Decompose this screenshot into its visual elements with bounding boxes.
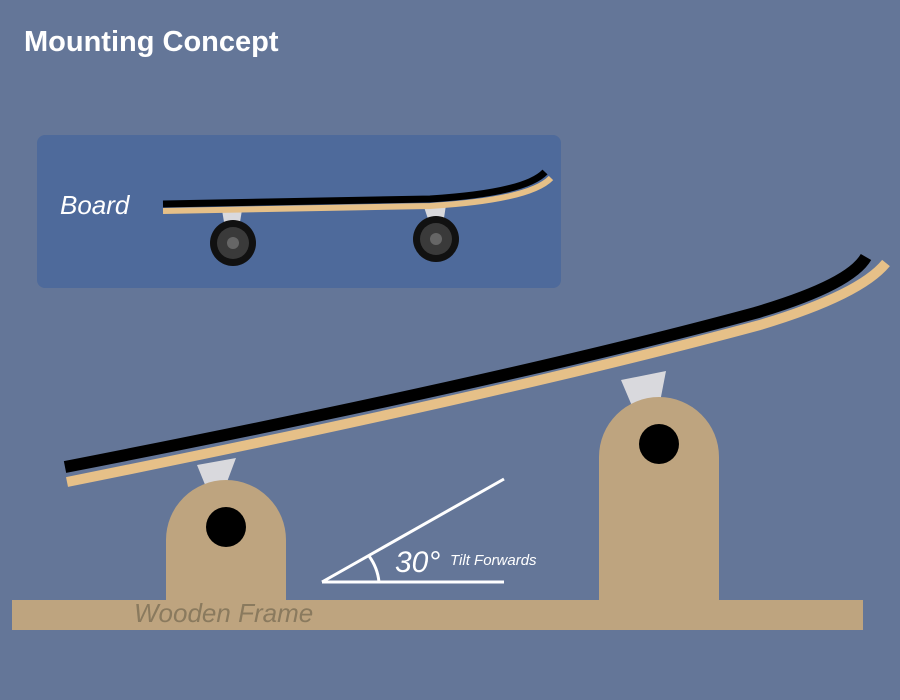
tilted-deck-griptape [63,253,872,473]
angle-caption: Tilt Forwards [450,552,537,569]
front-pivot-hole [639,424,679,464]
angle-value: 30° [395,546,440,579]
rear-pivot-hole [206,507,246,547]
tilted-deck-wood [66,259,890,487]
inset-rear-truck [222,210,242,222]
angle-slant-line [321,477,505,584]
inset-rear-wheel [210,220,256,266]
wooden-frame-base [12,600,863,630]
page-title: Mounting Concept [24,26,279,58]
inset-deck-wood [162,175,554,214]
front-mount-post [599,397,719,600]
board-label: Board [60,190,131,220]
board-inset: Board [37,135,561,288]
angle-arc [367,555,381,583]
wooden-frame-label: Wooden Frame [134,598,313,628]
tilt-angle-indicator: 30° Tilt Forwards [321,477,537,584]
rear-mount-post [166,480,286,600]
inset-front-wheel [413,216,459,262]
inset-deck-griptape [162,169,548,208]
